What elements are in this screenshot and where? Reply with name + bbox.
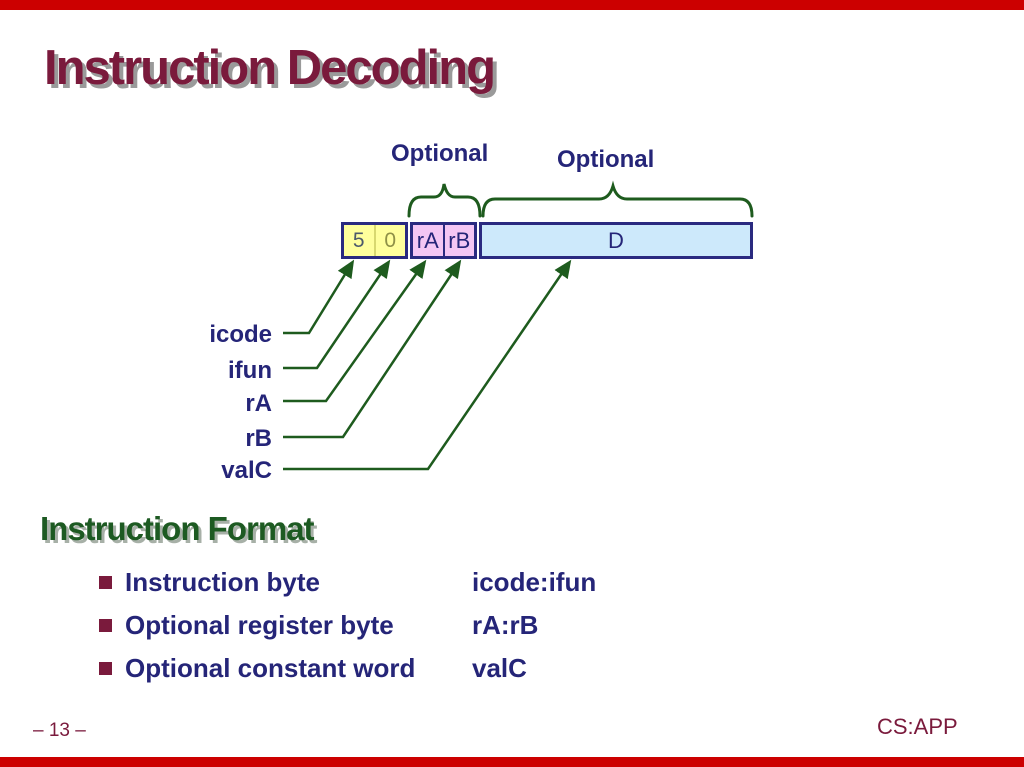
ra-cell: rA <box>416 227 439 253</box>
bullet-row-instruction-byte: Instruction byte icode:ifun <box>0 567 1024 599</box>
optional-label-constant-word: Optional <box>557 146 655 173</box>
displacement-cell: D <box>608 227 624 253</box>
top-border-bar <box>0 0 1024 10</box>
page-number: – 13 – <box>33 720 86 741</box>
instruction-byte-box: 5 0 <box>341 222 408 259</box>
optional-label-register-byte: Optional <box>391 140 489 167</box>
bullet-square-icon <box>99 619 112 632</box>
pointer-line-ifun <box>283 259 391 370</box>
constant-word-box: D <box>479 222 753 259</box>
pointer-label-icode: icode <box>209 321 272 348</box>
brace-large-optional <box>481 180 754 218</box>
pointer-line-icode <box>283 259 355 335</box>
bullet-square-icon <box>99 662 112 675</box>
bullet-value: rA:rB <box>472 610 539 640</box>
pointer-label-ra: rA <box>245 390 272 417</box>
bottom-border-bar <box>0 757 1024 767</box>
bullet-label: Optional register byte <box>125 610 394 640</box>
ifun-nibble-cell: 0 <box>384 229 397 252</box>
rb-cell: rB <box>442 225 475 256</box>
brace-small-optional <box>407 183 482 218</box>
bullet-row-register-byte: Optional register byte rA:rB <box>0 610 1024 642</box>
icode-nibble-cell: 5 <box>344 225 376 256</box>
pointer-line-ra <box>283 259 427 403</box>
pointer-line-valc <box>283 259 572 471</box>
bullet-label: Optional constant word <box>125 653 416 683</box>
bullet-square-icon <box>99 576 112 589</box>
pointer-line-rb <box>283 259 462 439</box>
pointer-label-valc: valC <box>221 457 272 484</box>
pointer-label-rb: rB <box>245 425 272 452</box>
page-title: Instruction Decoding <box>44 41 496 95</box>
bullet-row-constant-word: Optional constant word valC <box>0 653 1024 685</box>
bullet-value: valC <box>472 653 527 683</box>
section-heading: Instruction Format <box>40 510 315 547</box>
pointer-label-ifun: ifun <box>228 357 272 384</box>
bullet-value: icode:ifun <box>472 567 597 597</box>
register-byte-box: rA rB <box>410 222 477 259</box>
bullet-label: Instruction byte <box>125 567 321 597</box>
footer-brand: CS:APP <box>877 714 958 739</box>
